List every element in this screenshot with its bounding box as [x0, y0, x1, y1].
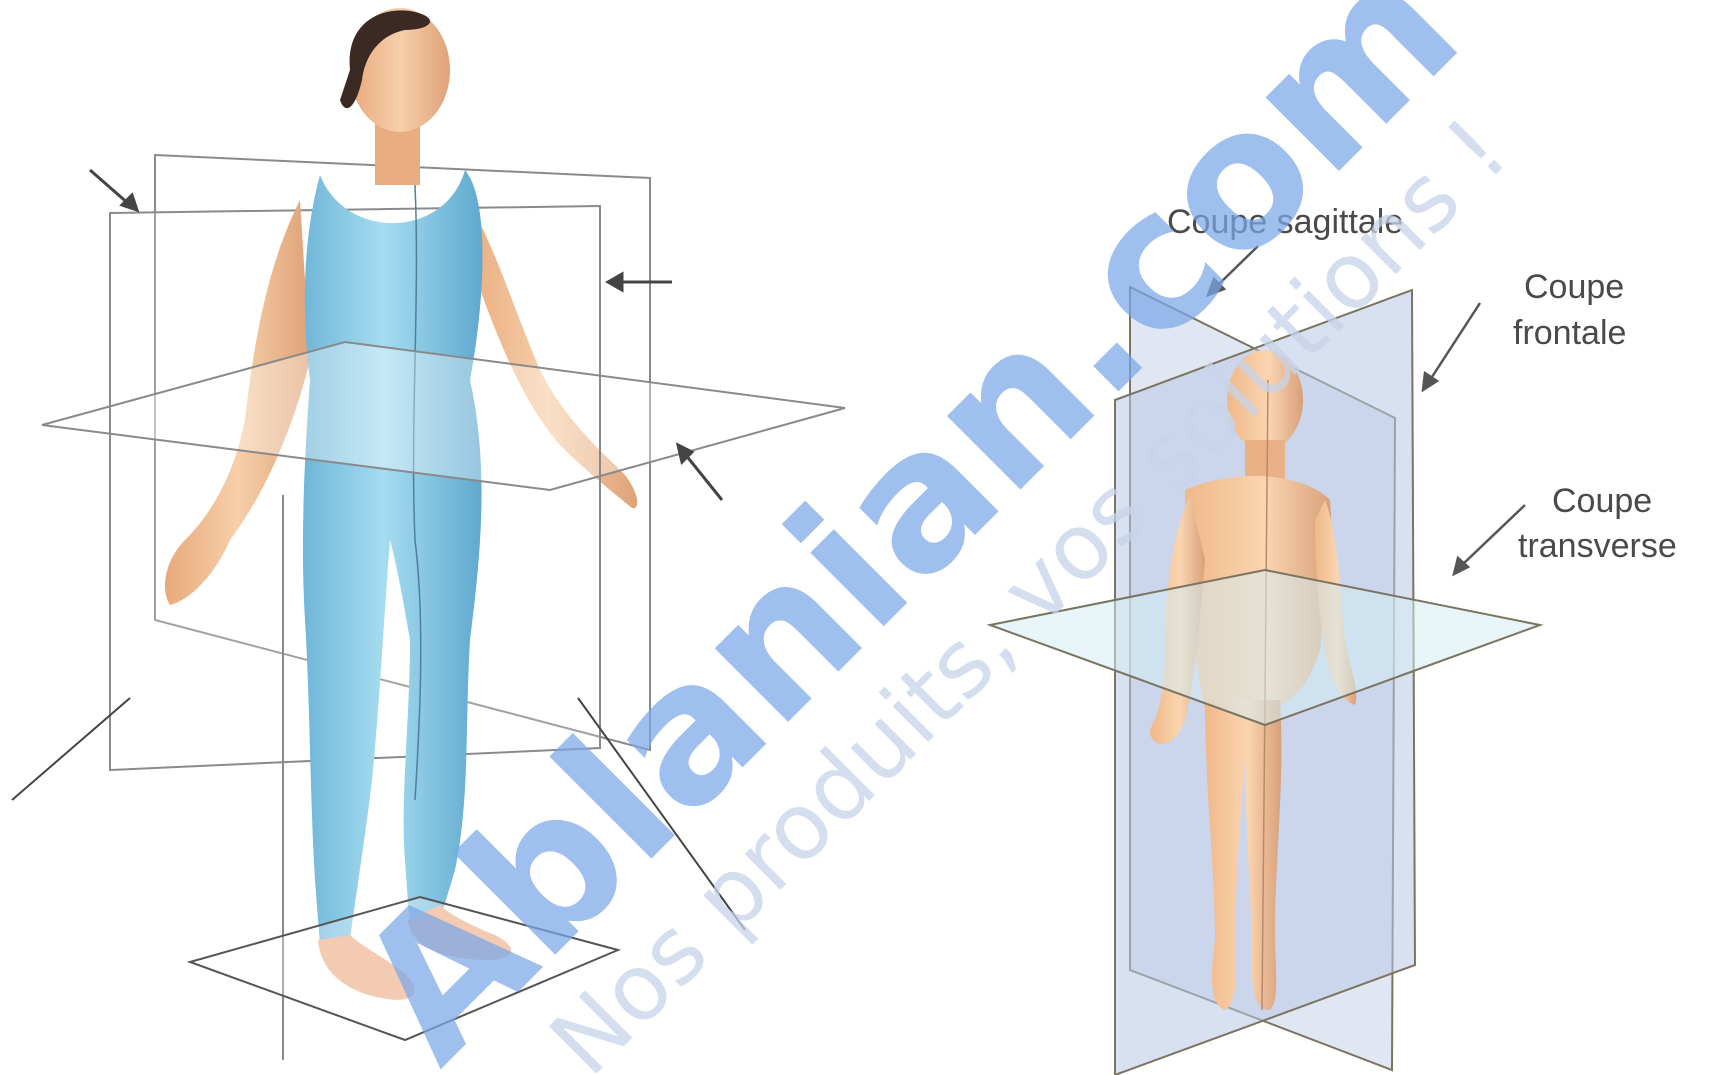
label-transverse-line1: Coupe	[1552, 482, 1652, 520]
arrow-frontal-right	[1430, 303, 1480, 380]
arrow-transverse-right	[1462, 505, 1525, 565]
label-frontal-line1: Coupe	[1524, 268, 1624, 306]
arrow-sagittal-left	[90, 170, 130, 205]
label-transverse-line2: transverse	[1518, 527, 1677, 565]
arrow-transverse-left	[685, 454, 722, 500]
label-frontal-line2: frontale	[1513, 314, 1626, 352]
